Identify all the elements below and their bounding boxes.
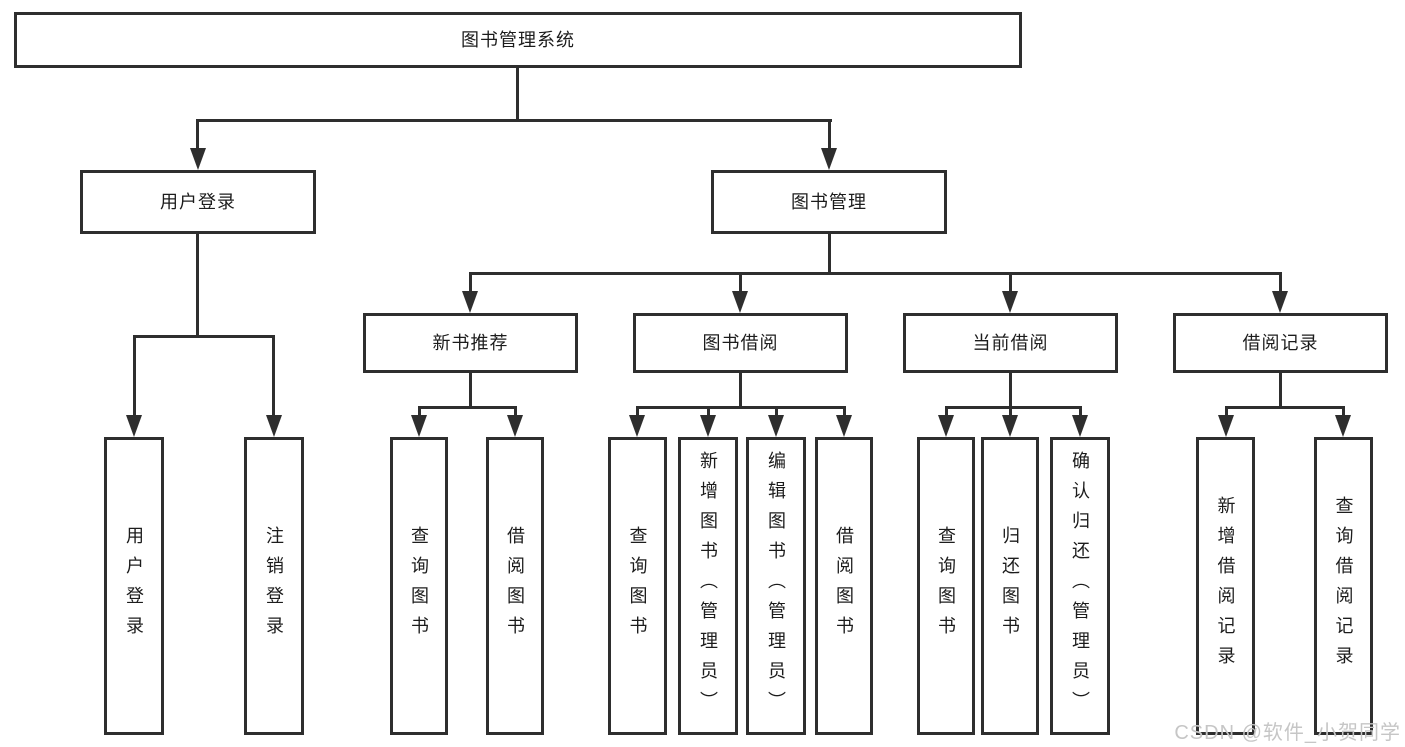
arrow-down-icon bbox=[821, 148, 837, 170]
connector-line bbox=[707, 406, 710, 419]
connector-line bbox=[196, 234, 199, 338]
arrow-down-icon bbox=[507, 415, 523, 437]
leaf-query-books-current: 查询图书 bbox=[917, 437, 975, 735]
connector-line bbox=[1009, 373, 1012, 409]
leaf-logout: 注销登录 bbox=[244, 437, 304, 735]
leaf-query-books-recommend: 查询图书 bbox=[390, 437, 448, 735]
leaf-return-books: 归还图书 bbox=[981, 437, 1039, 735]
leaf-user-login: 用户登录 bbox=[104, 437, 164, 735]
connector-line bbox=[1279, 373, 1282, 409]
connector-line bbox=[636, 406, 639, 419]
connector-line bbox=[1225, 406, 1345, 409]
connector-line bbox=[1225, 406, 1228, 419]
arrow-down-icon bbox=[411, 415, 427, 437]
connector-line bbox=[636, 406, 846, 409]
connector-line bbox=[945, 406, 948, 419]
arrow-down-icon bbox=[1072, 415, 1088, 437]
arrow-down-icon bbox=[190, 148, 206, 170]
arrow-down-icon bbox=[1002, 291, 1018, 313]
connector-line bbox=[843, 406, 846, 419]
arrow-down-icon bbox=[126, 415, 142, 437]
arrow-down-icon bbox=[266, 415, 282, 437]
connector-line bbox=[828, 119, 831, 152]
node-book-management: 图书管理 bbox=[711, 170, 947, 234]
connector-line bbox=[196, 119, 832, 122]
connector-line bbox=[739, 373, 742, 409]
connector-line bbox=[514, 406, 517, 419]
leaf-add-books-admin: 新增图书（管理员） bbox=[678, 437, 738, 735]
arrow-down-icon bbox=[1272, 291, 1288, 313]
connector-line bbox=[775, 406, 778, 419]
connector-line bbox=[418, 406, 517, 409]
arrow-down-icon bbox=[768, 415, 784, 437]
leaf-borrow-books-recommend: 借阅图书 bbox=[486, 437, 544, 735]
arrow-down-icon bbox=[629, 415, 645, 437]
node-current-borrowing: 当前借阅 bbox=[903, 313, 1118, 373]
csdn-watermark: CSDN @软件_小贺同学 bbox=[1174, 722, 1401, 744]
connector-line bbox=[196, 119, 199, 152]
arrow-down-icon bbox=[732, 291, 748, 313]
arrow-down-icon bbox=[1002, 415, 1018, 437]
connector-line bbox=[945, 406, 1082, 409]
connector-line bbox=[828, 234, 831, 274]
node-new-book-recommend: 新书推荐 bbox=[363, 313, 578, 373]
connector-line bbox=[1079, 406, 1082, 419]
connector-line bbox=[469, 272, 472, 294]
leaf-confirm-return-admin: 确认归还（管理员） bbox=[1050, 437, 1110, 735]
connector-line bbox=[469, 272, 1282, 275]
connector-line bbox=[133, 335, 136, 419]
leaf-add-borrow-record: 新增借阅记录 bbox=[1196, 437, 1255, 735]
arrow-down-icon bbox=[1335, 415, 1351, 437]
arrow-down-icon bbox=[462, 291, 478, 313]
leaf-query-books-borrowing: 查询图书 bbox=[608, 437, 667, 735]
connector-line bbox=[739, 272, 742, 294]
connector-line bbox=[272, 335, 275, 419]
connector-line bbox=[1009, 406, 1012, 419]
node-book-borrowing: 图书借阅 bbox=[633, 313, 848, 373]
connector-line bbox=[133, 335, 275, 338]
connector-line bbox=[1009, 272, 1012, 294]
connector-line bbox=[1279, 272, 1282, 294]
leaf-borrow-books: 借阅图书 bbox=[815, 437, 873, 735]
leaf-query-borrow-record: 查询借阅记录 bbox=[1314, 437, 1373, 735]
arrow-down-icon bbox=[1218, 415, 1234, 437]
arrow-down-icon bbox=[938, 415, 954, 437]
node-library-management-system: 图书管理系统 bbox=[14, 12, 1022, 68]
arrow-down-icon bbox=[700, 415, 716, 437]
leaf-edit-books-admin: 编辑图书（管理员） bbox=[746, 437, 806, 735]
connector-line bbox=[418, 406, 421, 419]
arrow-down-icon bbox=[836, 415, 852, 437]
connector-line bbox=[516, 68, 519, 121]
node-user-login: 用户登录 bbox=[80, 170, 316, 234]
connector-line bbox=[1342, 406, 1345, 419]
node-borrowing-records: 借阅记录 bbox=[1173, 313, 1388, 373]
connector-line bbox=[469, 373, 472, 409]
